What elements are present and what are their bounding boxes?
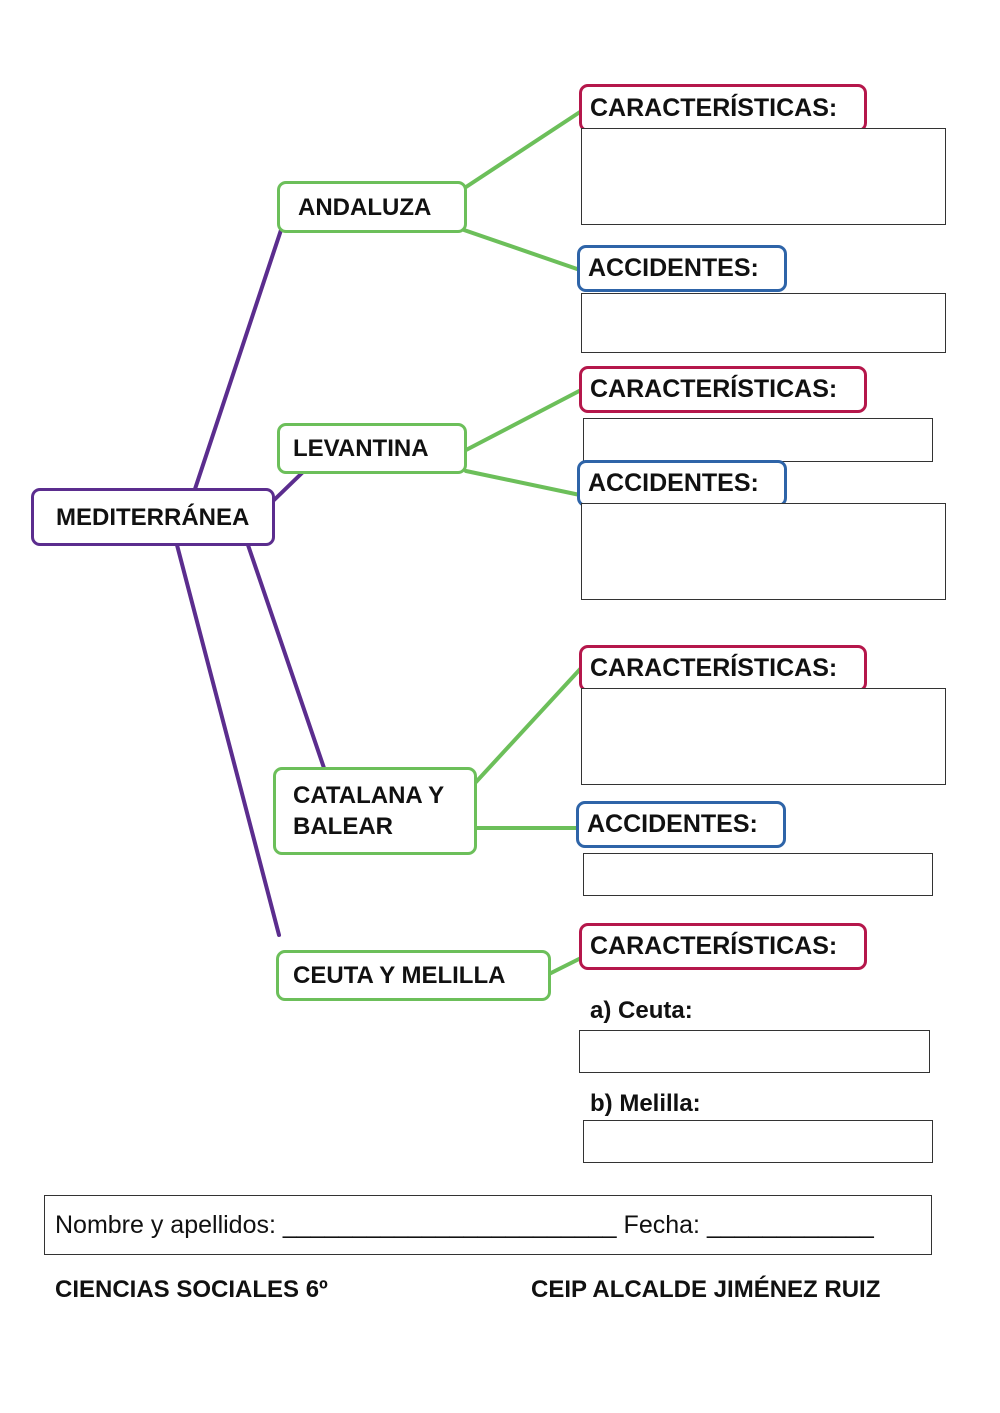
levantina-caracteristicas-text: CARACTERÍSTICAS: xyxy=(590,375,838,403)
region-andaluza-label: ANDALUZA xyxy=(298,193,432,221)
ceuta-sublabel: a) Ceuta: xyxy=(590,997,693,1024)
catalana-accidentes-answer[interactable] xyxy=(583,853,933,896)
ceuta-answer[interactable] xyxy=(579,1030,930,1073)
date-field[interactable]: ____________ xyxy=(706,1210,874,1239)
catalana-caracteristicas-answer[interactable] xyxy=(581,688,946,785)
root-node-label: MEDITERRÁNEA xyxy=(56,503,250,531)
catalana-accidentes-label: ACCIDENTES: xyxy=(576,801,786,848)
melilla-answer[interactable] xyxy=(583,1120,933,1163)
catalana-caracteristicas-label: CARACTERÍSTICAS: xyxy=(579,645,867,692)
levantina-caracteristicas-answer[interactable] xyxy=(583,418,933,462)
connector-levantina-accidentes xyxy=(464,469,582,497)
catalana-caracteristicas-text: CARACTERÍSTICAS: xyxy=(590,654,838,682)
region-catalana-balear: CATALANA Y BALEAR xyxy=(273,767,477,855)
connector-levantina-caracteristicas xyxy=(464,387,585,452)
levantina-accidentes-answer[interactable] xyxy=(581,503,946,600)
region-levantina-label: LEVANTINA xyxy=(293,435,429,462)
melilla-sublabel: b) Melilla: xyxy=(590,1090,701,1117)
levantina-accidentes-label: ACCIDENTES: xyxy=(577,460,787,507)
region-ceuta-label: CEUTA Y MELILLA xyxy=(293,962,506,989)
levantina-accidentes-text: ACCIDENTES: xyxy=(588,469,759,497)
name-label: Nombre y apellidos: xyxy=(55,1210,276,1239)
connector-root-ceuta xyxy=(175,543,281,937)
date-label: Fecha: xyxy=(623,1210,700,1239)
catalana-accidentes-text: ACCIDENTES: xyxy=(587,810,758,838)
andaluza-accidentes-label: ACCIDENTES: xyxy=(577,245,787,292)
andaluza-accidentes-text: ACCIDENTES: xyxy=(588,254,759,282)
connector-root-levantina xyxy=(270,470,305,504)
name-field[interactable]: ________________________ xyxy=(282,1210,617,1239)
subject-text: CIENCIAS SOCIALES 6º xyxy=(55,1276,328,1303)
connector-ceuta-caracteristicas xyxy=(547,955,585,976)
connector-andaluza-accidentes xyxy=(462,228,582,272)
region-catalana-label-line1: CATALANA Y xyxy=(293,782,445,809)
connector-andaluza-caracteristicas xyxy=(464,108,585,189)
andaluza-caracteristicas-answer[interactable] xyxy=(581,128,946,225)
andaluza-caracteristicas-text: CARACTERÍSTICAS: xyxy=(590,93,838,122)
root-node: MEDITERRÁNEA xyxy=(31,488,275,546)
student-info-box: Nombre y apellidos: ____________________… xyxy=(44,1195,932,1255)
levantina-caracteristicas-label: CARACTERÍSTICAS: xyxy=(579,366,867,413)
andaluza-caracteristicas-label: CARACTERÍSTICAS: xyxy=(579,84,867,132)
school-text: CEIP ALCALDE JIMÉNEZ RUIZ xyxy=(531,1276,881,1303)
connector-root-catalana xyxy=(246,543,326,770)
andaluza-accidentes-answer[interactable] xyxy=(581,293,946,353)
connector-catalana-caracteristicas xyxy=(474,664,585,784)
connector-root-andaluza xyxy=(193,228,283,491)
region-levantina: LEVANTINA xyxy=(277,423,467,474)
region-catalana-label-line2: BALEAR xyxy=(293,813,393,840)
region-ceuta-melilla: CEUTA Y MELILLA xyxy=(276,950,551,1001)
region-andaluza: ANDALUZA xyxy=(277,181,467,233)
ceuta-caracteristicas-text: CARACTERÍSTICAS: xyxy=(590,932,838,960)
ceuta-caracteristicas-label: CARACTERÍSTICAS: xyxy=(579,923,867,970)
